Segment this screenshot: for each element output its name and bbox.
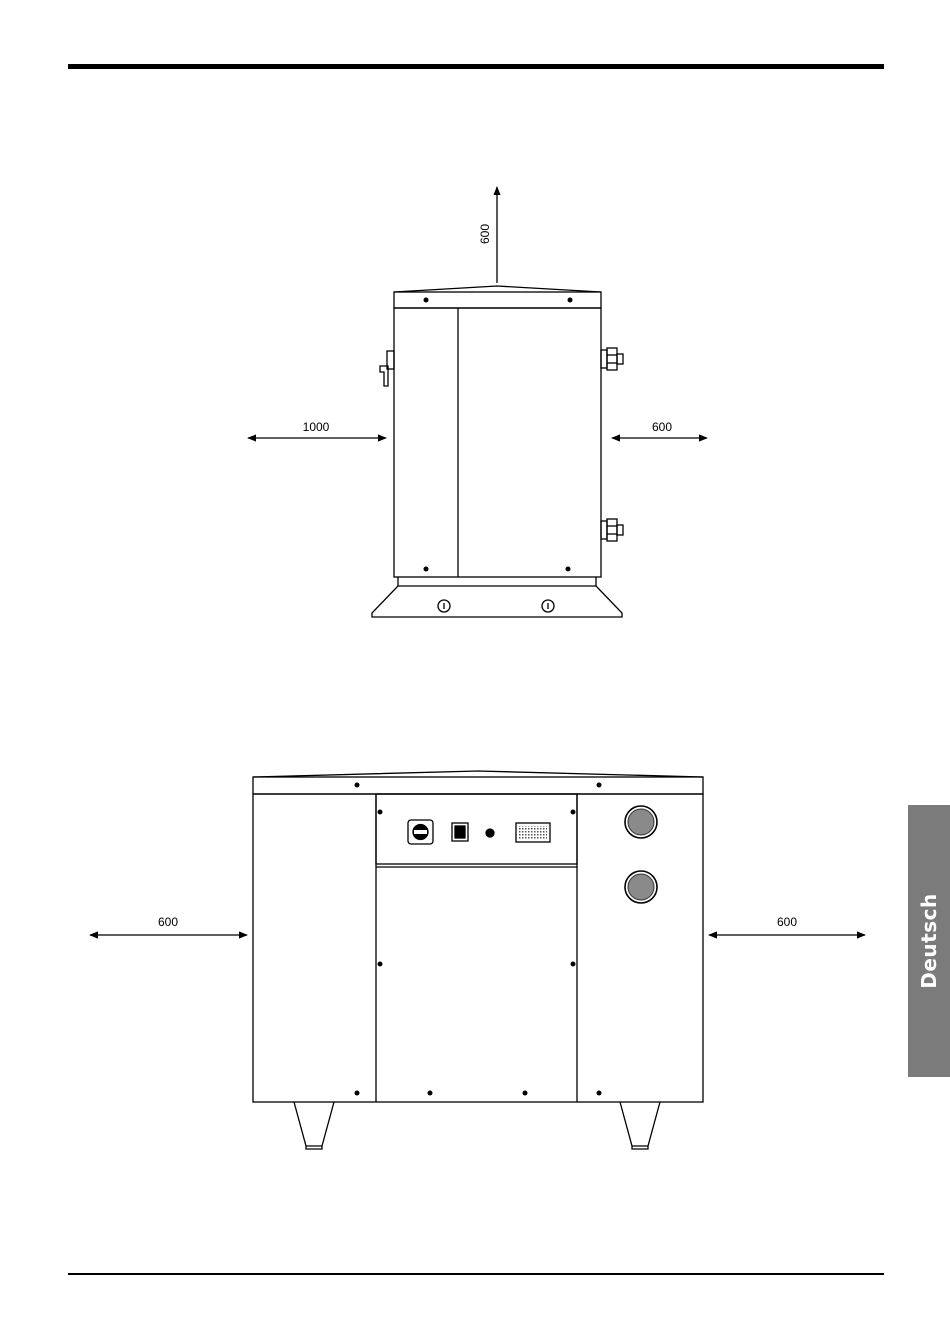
side-screws — [424, 298, 573, 572]
control-button-icon — [452, 823, 468, 841]
vent-grille-icon — [625, 871, 657, 903]
vent-grille-icon — [625, 806, 657, 838]
side-cabinet-body — [394, 308, 601, 577]
side-base-stand — [372, 577, 622, 617]
side-right-clearance-label: 600 — [652, 420, 672, 434]
front-left-clearance-label: 600 — [158, 915, 178, 929]
language-tab-label: Deutsch — [917, 893, 941, 988]
front-right-clearance-label: 600 — [777, 915, 797, 929]
indicator-lamp-icon — [486, 829, 494, 837]
side-pipe-connection-upper — [601, 348, 623, 370]
front-leg-left — [294, 1102, 334, 1146]
side-left-clearance-label: 1000 — [303, 420, 330, 434]
front-roof-peak — [253, 771, 703, 777]
front-top-cap — [253, 777, 703, 794]
front-cabinet-body — [253, 794, 703, 1102]
side-base-hole — [438, 600, 450, 612]
side-top-clearance-label: 600 — [478, 224, 492, 244]
footer-rule — [68, 1273, 884, 1275]
side-view-unit — [372, 286, 623, 617]
side-base-hole — [542, 600, 554, 612]
side-pipe-connection-lower — [601, 519, 623, 541]
side-roof-peak — [394, 286, 601, 292]
front-view-unit — [253, 771, 703, 1149]
side-valve-handle — [380, 351, 394, 386]
display-icon — [516, 823, 550, 842]
main-switch-icon — [408, 820, 433, 844]
language-tab: Deutsch — [908, 805, 950, 1077]
front-screws — [355, 783, 602, 1096]
front-leg-right — [620, 1102, 660, 1146]
